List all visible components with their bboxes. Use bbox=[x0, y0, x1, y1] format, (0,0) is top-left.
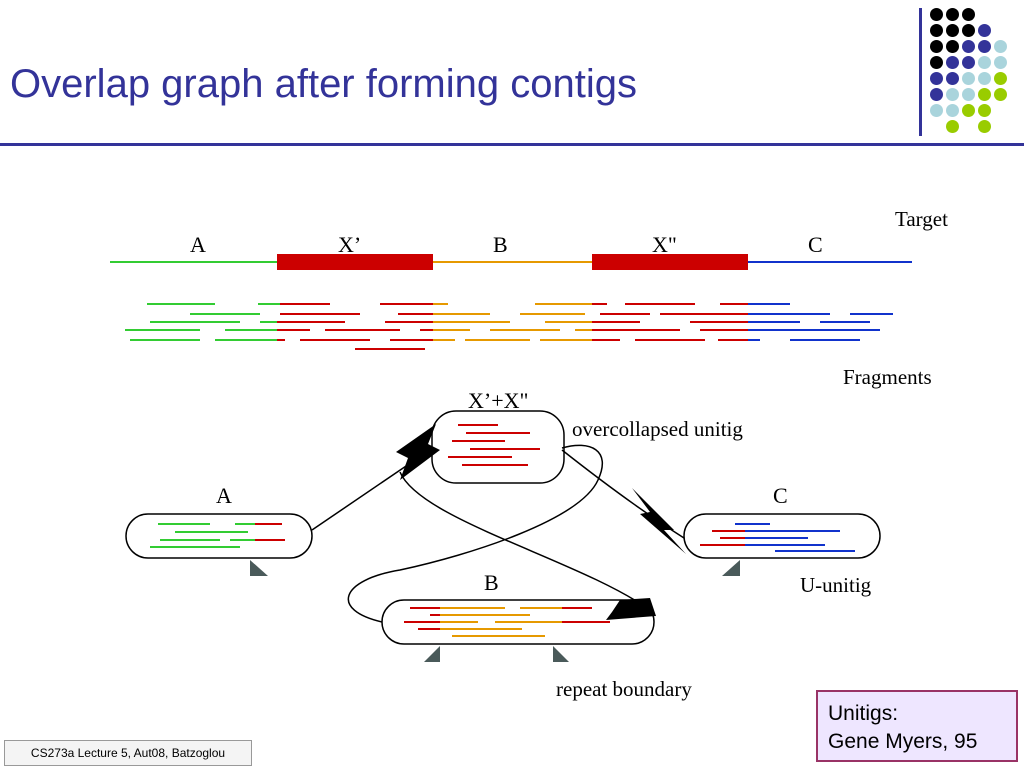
dot bbox=[962, 88, 975, 101]
dot bbox=[930, 104, 943, 117]
fragments bbox=[125, 303, 893, 350]
dot bbox=[962, 8, 975, 21]
target-label: Target bbox=[895, 207, 948, 231]
node-a-boundary-marker bbox=[250, 560, 268, 576]
segment-label-x1: X’ bbox=[338, 232, 361, 257]
node-b-label: B bbox=[484, 570, 499, 595]
edge-a-to-xx bbox=[311, 461, 413, 531]
dot bbox=[946, 72, 959, 85]
arrowhead-xx-to-b bbox=[606, 598, 656, 620]
overlap-graph-diagram: A X’ B X" C Target bbox=[110, 207, 948, 701]
dot bbox=[994, 72, 1007, 85]
uunitig-label: U-unitig bbox=[800, 573, 872, 597]
slide-title: Overlap graph after forming contigs bbox=[10, 62, 637, 106]
dot bbox=[978, 120, 991, 133]
node-a bbox=[125, 513, 313, 559]
dot bbox=[946, 120, 959, 133]
note-line-1: Unitigs: bbox=[828, 702, 899, 725]
dot bbox=[978, 88, 991, 101]
vertical-rule bbox=[919, 8, 922, 136]
node-c-label: C bbox=[773, 483, 788, 508]
fragments-label: Fragments bbox=[843, 365, 932, 389]
dot bbox=[978, 56, 991, 69]
segment-label-x2: X" bbox=[652, 232, 677, 257]
arrowhead-a-to-xx bbox=[396, 424, 440, 480]
dot bbox=[946, 8, 959, 21]
note-line-2: Gene Myers, 95 bbox=[828, 730, 978, 753]
node-xx-fragments bbox=[448, 424, 540, 466]
edge-b-to-xx bbox=[347, 444, 604, 623]
decorative-dot-grid bbox=[0, 0, 1024, 150]
node-a-fragments bbox=[150, 523, 285, 548]
node-overcollapsed-unitig bbox=[431, 410, 565, 484]
segment-label-c: C bbox=[808, 232, 823, 257]
dot bbox=[930, 56, 943, 69]
dot bbox=[978, 40, 991, 53]
node-b-boundary-marker-right bbox=[553, 646, 569, 662]
dot bbox=[978, 104, 991, 117]
node-c bbox=[683, 513, 881, 559]
node-a-label: A bbox=[216, 483, 232, 508]
edge-arrowheads bbox=[396, 424, 686, 620]
unitigs-reference-note: Unitigs: Gene Myers, 95 bbox=[816, 690, 1018, 762]
node-c-boundary-marker bbox=[722, 560, 740, 576]
dot bbox=[962, 104, 975, 117]
node-xx-label: X’+X" bbox=[468, 388, 529, 413]
target-segment-x1 bbox=[277, 254, 433, 270]
segment-label-b: B bbox=[493, 232, 508, 257]
dot bbox=[946, 40, 959, 53]
node-b-fragments bbox=[404, 607, 610, 637]
dot bbox=[994, 40, 1007, 53]
dot bbox=[930, 8, 943, 21]
dot bbox=[978, 72, 991, 85]
dot bbox=[930, 24, 943, 37]
footer-label: CS273a Lecture 5, Aut08, Batzoglou bbox=[4, 740, 252, 766]
edge-xx-to-b bbox=[399, 471, 651, 611]
dot bbox=[962, 40, 975, 53]
dot bbox=[962, 72, 975, 85]
dot bbox=[930, 88, 943, 101]
node-c-fragments bbox=[700, 523, 855, 552]
dot bbox=[994, 88, 1007, 101]
dot bbox=[978, 24, 991, 37]
dot bbox=[962, 24, 975, 37]
dot bbox=[946, 24, 959, 37]
dot bbox=[994, 56, 1007, 69]
overcollapsed-label: overcollapsed unitig bbox=[572, 417, 743, 441]
dot bbox=[930, 40, 943, 53]
dot bbox=[946, 104, 959, 117]
node-b-boundary-marker-left bbox=[424, 646, 440, 662]
dot bbox=[946, 88, 959, 101]
title-rule bbox=[0, 143, 1024, 146]
arrowhead-xx-to-c bbox=[632, 488, 686, 554]
dot bbox=[930, 72, 943, 85]
repeat-boundary-label: repeat boundary bbox=[556, 677, 692, 701]
target-segment-x2 bbox=[592, 254, 748, 270]
dot bbox=[962, 56, 975, 69]
segment-label-a: A bbox=[190, 232, 206, 257]
dot bbox=[946, 56, 959, 69]
